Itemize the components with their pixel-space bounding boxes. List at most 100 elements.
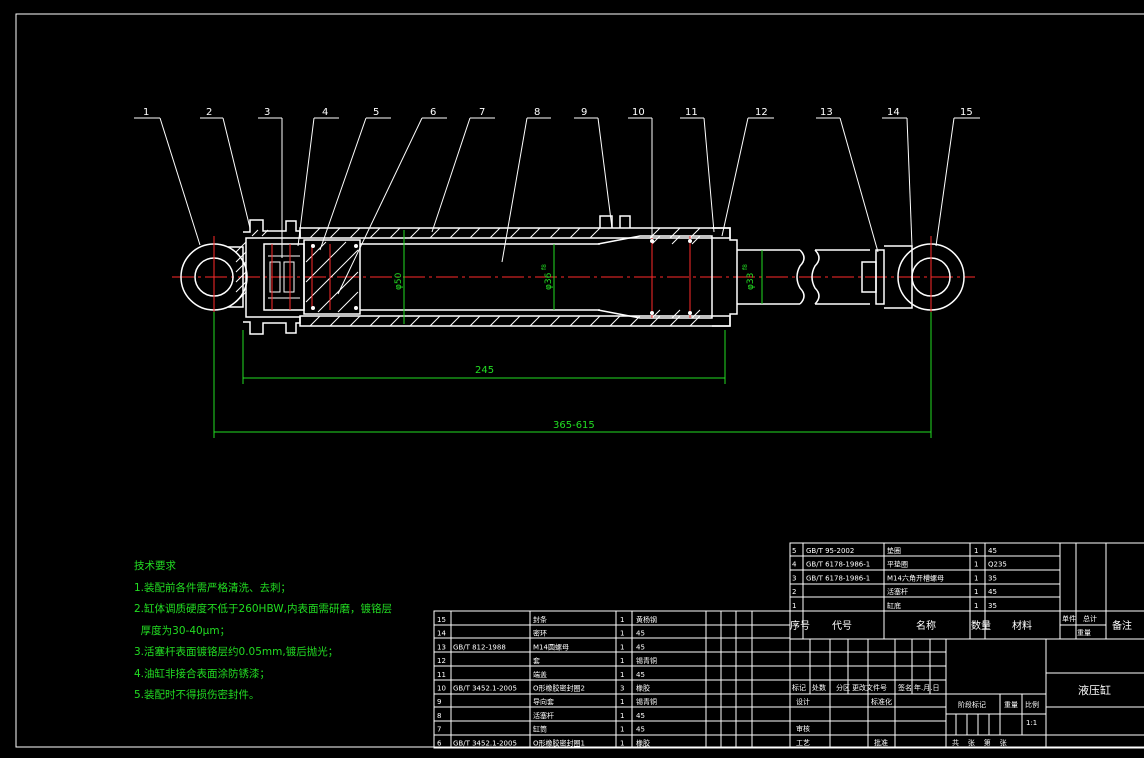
leader-lines (134, 117, 980, 295)
part-row-material: 45 (636, 671, 645, 679)
part-row-name: 端盖 (533, 670, 547, 679)
part-row-material: 45 (988, 547, 997, 555)
title-block: 标记 处数 分区 更改文件号 签名 年.月.日 设计 标准化 审核 工艺 批准 … (789, 638, 1144, 749)
part-row-no: 8 (437, 712, 441, 720)
tb-sheets: 共 张 第 张 (952, 738, 1007, 747)
part-row-name: 密环 (533, 629, 547, 638)
balloon-4: 4 (322, 107, 328, 118)
tb-stage: 阶段标记 (958, 700, 986, 709)
rev-mark: 标记 (792, 683, 806, 692)
part-row-no: 12 (437, 657, 446, 665)
header-qty: 数量 (971, 619, 991, 632)
balloon-9: 9 (581, 107, 587, 118)
part-row-material: 45 (636, 712, 645, 720)
part-row-qty: 1 (620, 739, 624, 747)
part-row-material: 45 (636, 726, 645, 734)
rev-count: 处数 (812, 683, 826, 692)
balloon-5: 5 (373, 107, 379, 118)
part-row-no: 14 (437, 630, 446, 638)
part-row-qty: 3 (620, 685, 624, 693)
part-row-qty: 1 (974, 547, 978, 555)
part-row-material: 35 (988, 574, 997, 582)
part-row-name: 活塞杆 (887, 587, 908, 596)
part-row-no: 11 (437, 671, 446, 679)
cylinder-assembly (172, 215, 975, 335)
dim-rod-outer: φ33 (746, 273, 756, 290)
tb-drawing-title: 液压缸 (1078, 683, 1111, 697)
tb-approve: 批准 (874, 738, 888, 747)
note-4: 4.油缸非接合表面涂防锈漆； (134, 667, 271, 680)
part-row-code: GB/T 3452.1-2005 (453, 739, 517, 747)
part-row-qty: 1 (620, 698, 624, 706)
part-row-code: GB/T 3452.1-2005 (453, 685, 517, 693)
tb-scale-value: 1:1 (1026, 719, 1037, 727)
part-row-code: GB/T 6178-1986-1 (806, 574, 870, 582)
header-unit-weight: 单件 (1062, 614, 1076, 623)
part-row-name: 导向套 (533, 697, 554, 706)
balloon-13: 13 (820, 107, 833, 118)
header-weight: 重量 (1077, 629, 1091, 637)
tb-standardization: 标准化 (871, 697, 892, 706)
part-row-qty: 1 (974, 561, 978, 569)
part-row-name: O形橡胶密封圈1 (533, 738, 585, 747)
part-row-material: 橡胶 (636, 684, 650, 693)
part-row-qty: 1 (620, 630, 624, 638)
balloon-3: 3 (264, 107, 270, 118)
balloon-12: 12 (755, 107, 768, 118)
balloon-1: 1 (143, 107, 149, 118)
header-material: 材料 (1012, 619, 1032, 632)
tb-process: 工艺 (796, 739, 810, 747)
note-5: 5.装配时不得损伤密封件。 (134, 689, 260, 701)
balloon-8: 8 (534, 107, 540, 118)
balloon-10: 10 (632, 107, 645, 118)
part-row-qty: 1 (620, 657, 624, 665)
part-row-no: 7 (437, 726, 441, 734)
technical-requirements: 技术要求 1.装配前各件需严格清洗、去刺； 2.缸体调质硬度不低于260HBW,… (134, 556, 392, 707)
part-row-no: 2 (792, 588, 796, 596)
note-2-cont: 厚度为30-40μm； (134, 624, 231, 637)
drawing-frame (15, 13, 1144, 748)
dim-rod-outer-tol: f8 (742, 264, 749, 270)
rev-zone: 分区 (836, 683, 850, 692)
tb-review: 审核 (796, 724, 810, 733)
part-row-no: 10 (437, 685, 446, 693)
rev-doc: 更改文件号 (852, 683, 887, 692)
balloon-2: 2 (206, 107, 212, 118)
notes-title: 技术要求 (134, 560, 176, 572)
dim-rod-inner-tol: f8 (541, 264, 548, 270)
part-row-name: 活塞杆 (533, 711, 554, 720)
part-row-material: 橡胶 (636, 738, 650, 747)
dim-mount-length: 365-615 (553, 420, 595, 431)
header-name: 名称 (916, 619, 936, 632)
part-row-no: 4 (792, 561, 797, 569)
tb-weight: 重量 (1004, 701, 1018, 709)
part-row-no: 13 (437, 643, 446, 651)
part-row-qty: 1 (620, 616, 624, 624)
part-row-name: 平垫圈 (887, 560, 908, 569)
balloon-6: 6 (430, 107, 436, 118)
part-row-no: 6 (437, 739, 442, 747)
part-row-code: GB/T 812-1988 (453, 643, 506, 651)
part-row-qty: 1 (974, 588, 978, 596)
rev-sign: 签名 (898, 683, 912, 692)
part-row-qty: 1 (620, 712, 624, 720)
balloon-15: 15 (960, 107, 973, 118)
part-row-material: 35 (988, 602, 997, 610)
balloon-14: 14 (887, 107, 900, 118)
part-row-material: 45 (636, 643, 645, 651)
header-no: 序号 (790, 619, 810, 632)
part-row-name: 缸底 (887, 601, 901, 610)
part-row-qty: 1 (620, 671, 624, 679)
balloon-7: 7 (479, 107, 485, 118)
part-row-material: 45 (988, 588, 997, 596)
part-row-qty: 1 (620, 643, 624, 651)
tb-design: 设计 (796, 697, 810, 706)
part-row-qty: 1 (974, 602, 978, 610)
part-row-name: 缸筒 (533, 725, 547, 734)
part-row-no: 9 (437, 698, 441, 706)
dim-rod-inner: φ36 (544, 272, 554, 290)
part-row-no: 1 (792, 602, 796, 610)
